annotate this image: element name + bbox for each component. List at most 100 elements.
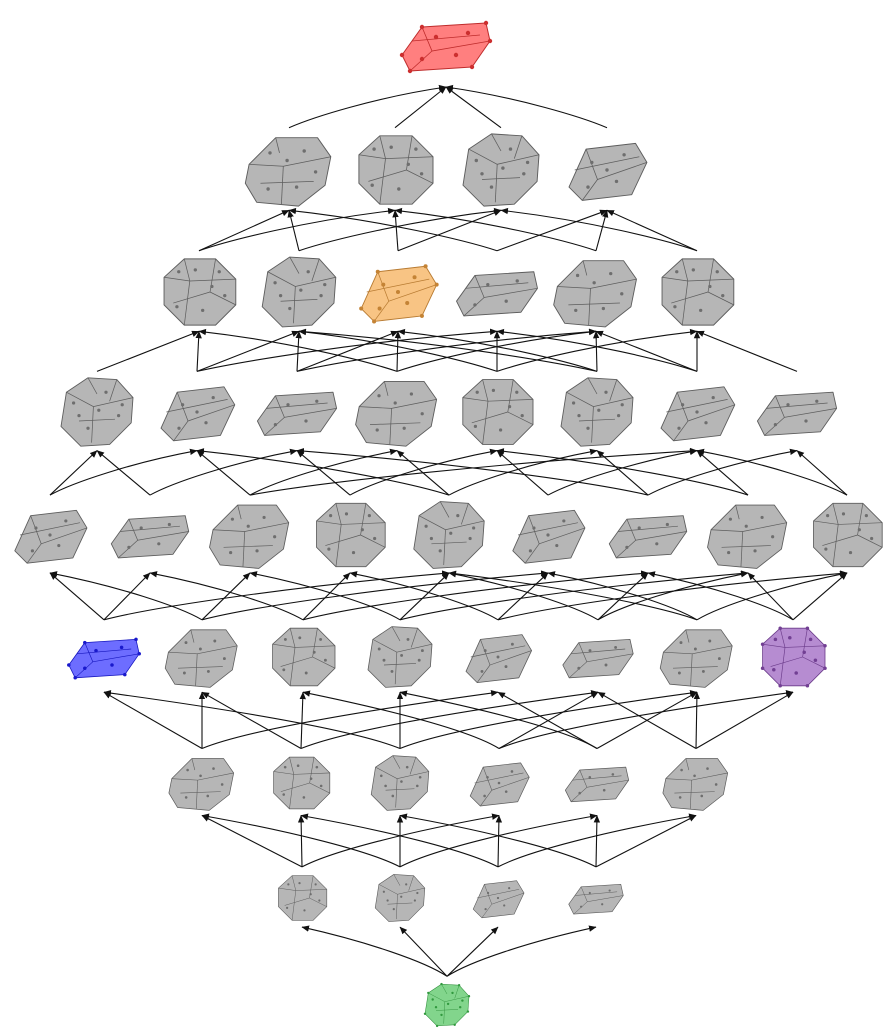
polytope-edge-line (335, 503, 342, 525)
polytope-body (564, 766, 630, 803)
polytope-node-rank2-4 (564, 766, 630, 803)
polytope-vertex (230, 517, 234, 521)
polytope-vertex (435, 1024, 439, 1028)
polytope-edge-line (195, 780, 198, 809)
polytope-edge-line (195, 653, 198, 686)
polytope-edge-line (249, 156, 331, 167)
polytope-edge-line (507, 411, 534, 425)
polytope-node-rank4-3 (316, 502, 386, 568)
polytope-node-rank6-3 (456, 271, 538, 317)
polytope-vertex (97, 408, 101, 412)
polytope-vertex (64, 519, 68, 523)
polytope-vertex (262, 515, 266, 519)
polytope-vertex (212, 767, 215, 770)
polytope-edge-line (585, 148, 648, 180)
polytope-vertex (508, 886, 511, 890)
polytope-vertex (204, 421, 208, 425)
polytope-vertex (473, 424, 478, 429)
polytope-vertex (303, 909, 306, 912)
polytope-vertex (186, 768, 189, 772)
polytope-vertex (184, 796, 188, 799)
polytope-edge-line (312, 656, 336, 669)
polytope-vertex (515, 279, 519, 283)
edge-arrow (647, 571, 794, 621)
polytope-vertex (406, 162, 411, 167)
polytope-vertex (419, 24, 425, 30)
polytope-edge-line (711, 522, 787, 532)
polytope-vertex (273, 535, 277, 539)
polytope-vertex (405, 883, 408, 886)
polytope-edge-line (280, 298, 318, 302)
polytope-vertex (788, 636, 792, 640)
polytope-vertex (327, 547, 331, 551)
polytope-node-rank6-1 (261, 256, 337, 328)
polytope-edge-line (775, 395, 837, 418)
edge-arrow (394, 207, 597, 252)
polytope-vertex (673, 305, 677, 309)
polytope-vertex (614, 179, 619, 184)
polytope-edge-line (832, 524, 839, 567)
polytope-vertex (57, 543, 61, 548)
polytope-vertex (575, 273, 580, 278)
polytope-edge-line (591, 406, 594, 443)
polytope-vertex (309, 777, 313, 780)
polytope-edge-line (770, 656, 803, 667)
polytope-vertex (312, 650, 316, 654)
polytope-edge-line (396, 894, 398, 920)
edge-arrow (288, 207, 498, 252)
polytope-vertex (532, 526, 536, 530)
polytope-edge-line (379, 158, 386, 205)
polytope-vertex (601, 306, 606, 311)
polytope-edge-line (379, 135, 386, 159)
polytope-body (68, 638, 140, 679)
polytope-edge-line (524, 543, 540, 564)
polytope-vertex (440, 1013, 443, 1017)
polytope-edge-line (663, 645, 733, 655)
edge-arrow (498, 689, 794, 750)
polytope-edge-line (587, 377, 598, 395)
polytope-vertex (384, 784, 387, 788)
polytope-body (469, 762, 530, 807)
polytope-edge-line (311, 258, 320, 282)
polytope-node-rank6-0 (163, 258, 237, 326)
polytope-vertex (503, 904, 506, 907)
polytope-edge-line (418, 515, 485, 531)
edge-arrow (249, 448, 398, 496)
polytope-edge-line (26, 543, 42, 564)
polytope-vertex (680, 768, 683, 772)
polytope-edge-line (482, 401, 489, 445)
polytope-node-rank5-1 (160, 386, 236, 442)
polytope-vertex (496, 655, 500, 659)
polytope-edge-line (832, 503, 839, 525)
polytope-vertex (815, 399, 819, 403)
polytope-vertex (206, 669, 210, 673)
polytope-body (110, 515, 190, 559)
polytope-edge-line (588, 288, 591, 326)
polytope-vertex (773, 637, 778, 642)
edge-arrow (302, 570, 649, 621)
polytope-vertex (704, 421, 708, 425)
polytope-vertex (616, 413, 621, 418)
polytope-vertex (665, 522, 669, 527)
polytope-edge-line (409, 756, 417, 775)
polytope-body (360, 265, 438, 322)
polytope-node-rank0-0 (423, 982, 471, 1028)
edge-arrow (288, 84, 447, 129)
polytope-body (456, 271, 538, 317)
edge-arrow (249, 571, 401, 621)
polytope-edge-line (779, 628, 786, 648)
polytope-vertex (304, 671, 308, 675)
edge-arrow (298, 328, 598, 372)
edge-arrow (696, 330, 798, 372)
polytope-edge-line (857, 534, 883, 548)
polytope-vertex (504, 790, 508, 793)
polytope-vertex (286, 403, 290, 407)
edge-arrow (301, 813, 500, 868)
polytope-vertex (399, 52, 405, 58)
polytope-vertex (823, 666, 827, 670)
polytope-edge-line (383, 663, 417, 666)
edge-arrow (497, 691, 598, 749)
polytope-vertex (555, 543, 559, 548)
edge-arrow (497, 813, 697, 868)
polytope-edge-line (802, 656, 826, 669)
